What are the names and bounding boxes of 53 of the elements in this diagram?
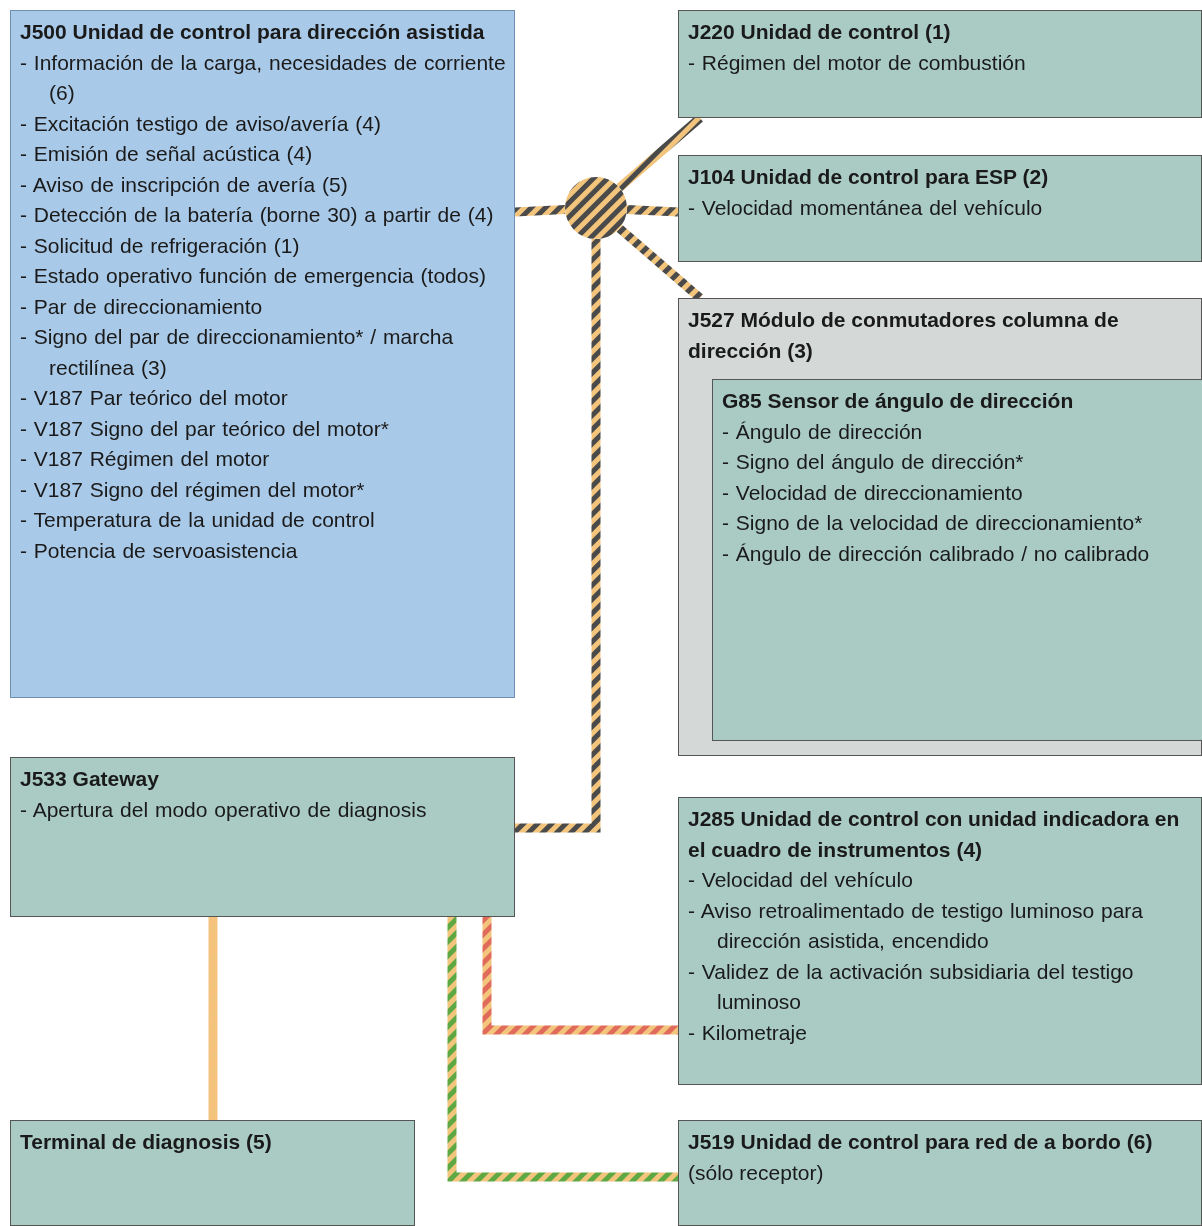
unit-heading: J104 Unidad de control para ESP (2) <box>688 164 1050 190</box>
control-unit-box <box>10 10 515 698</box>
signal-item: - Ángulo de dirección calibrado / no calibrado <box>722 540 1151 567</box>
control-unit-box <box>712 379 1202 741</box>
control-unit-box <box>678 1120 1202 1226</box>
signal-item: - Emisión de señal acústica (4) <box>20 141 314 167</box>
signal-item: - V187 Signo del par teórico del motor* <box>20 415 390 442</box>
signal-item: - Excitación testigo de aviso/avería (4) <box>20 110 382 137</box>
signal-item: - Información de la carga, necesidades de corriente (6) <box>20 49 506 106</box>
control-unit-box <box>678 155 1202 262</box>
unit-heading: J519 Unidad de control para red de a bordo (6) <box>688 1129 1154 1155</box>
unit-heading: J527 Módulo de conmutadores columna de dirección (3) <box>688 307 1120 364</box>
signal-item: - Validez de la activación subsidiaria del testigo luminoso <box>688 958 1135 1015</box>
signal-item: (sólo receptor) <box>688 1159 825 1186</box>
control-unit-box <box>678 797 1202 1085</box>
unit-heading: J500 Unidad de control para dirección asistida <box>20 19 486 45</box>
signal-item: - Temperatura de la unidad de control <box>20 507 376 533</box>
control-unit-box <box>10 1120 415 1226</box>
bus-line <box>515 239 601 833</box>
unit-heading: J285 Unidad de control con unidad indicadora en el cuadro de instrumentos (4) <box>688 806 1181 863</box>
signal-item: - V187 Régimen del motor <box>20 446 271 472</box>
signal-item: - Ángulo de dirección <box>722 418 924 445</box>
signal-item: - Signo de la velocidad de direccionamiento* <box>722 510 1144 536</box>
control-unit-box <box>678 298 1202 756</box>
signal-item: - Aviso retroalimentado de testigo luminoso para dirección asistida, encendido <box>688 897 1145 954</box>
unit-heading: G85 Sensor de ángulo de dirección <box>722 388 1075 414</box>
signal-item: - Signo del ángulo de dirección* <box>722 449 1025 475</box>
signal-item: - Solicitud de refrigeración (1) <box>20 232 301 259</box>
bus-line <box>482 917 678 1035</box>
bus-line <box>626 205 679 217</box>
unit-heading: J533 Gateway <box>20 766 160 792</box>
bus-junction <box>564 176 628 240</box>
signal-item: - Aviso de inscripción de avería (5) <box>20 171 349 198</box>
signal-item: - Detección de la batería (borne 30) a partir de (4) <box>20 202 495 228</box>
signal-item: - Régimen del motor de combustión <box>688 49 1027 76</box>
signal-item: - V187 Par teórico del motor <box>20 385 289 411</box>
control-unit-box <box>678 10 1202 118</box>
bus-line <box>447 917 678 1182</box>
unit-heading: Terminal de diagnosis (5) <box>20 1129 273 1155</box>
signal-item: - Velocidad momentánea del vehículo <box>688 194 1044 221</box>
signal-item: - Potencia de servoasistencia <box>20 537 299 564</box>
signal-item: - V187 Signo del régimen del motor* <box>20 476 366 503</box>
signal-item: - Estado operativo función de emergencia (todos) <box>20 263 487 289</box>
signal-item: - Par de direccionamiento <box>20 293 264 320</box>
signal-item: - Kilometraje <box>688 1019 808 1046</box>
bus-line <box>514 205 566 217</box>
signal-item: - Velocidad de direccionamiento <box>722 479 1024 506</box>
bus-line <box>208 917 218 1120</box>
signal-item: - Velocidad del vehículo <box>688 867 914 893</box>
signal-item: - Apertura del modo operativo de diagnosis <box>20 796 428 823</box>
signal-item: - Signo del par de direccionamiento* / marcha rectilínea (3) <box>20 324 455 381</box>
control-unit-box <box>10 757 515 917</box>
unit-heading: J220 Unidad de control (1) <box>688 19 952 45</box>
